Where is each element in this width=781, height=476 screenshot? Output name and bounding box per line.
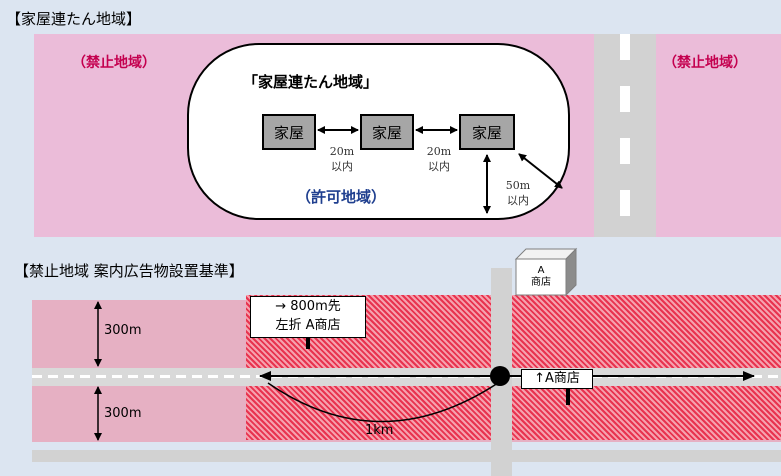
prohibited-label-right: （禁止地域） [663, 55, 747, 71]
shop-location-dot [490, 366, 510, 386]
prohibited-zone-right [656, 34, 781, 237]
distance-300m-top: 300m [104, 323, 142, 338]
house-box: 家屋 [360, 114, 414, 150]
distance-300m-bottom: 300m [104, 406, 142, 421]
section-heading-bottom: 【禁止地域 案内広告物設置基準】 [14, 262, 244, 280]
bottom-arrows [94, 301, 755, 441]
road-center-line [620, 34, 630, 237]
sign-post-left [306, 337, 310, 349]
distance-1km-label: 1km [365, 423, 394, 438]
guide-sign-right: ↑A商店 [521, 369, 593, 389]
side-road [32, 450, 781, 462]
guide-sign-left: → 800m先 左折 A商店 [250, 296, 366, 338]
inner-area-title: 「家屋連たん地域」 [243, 73, 379, 91]
hatched-zone-right [512, 295, 781, 440]
permitted-label: （許可地域） [296, 188, 387, 206]
prohibited-label-left: （禁止地域） [72, 55, 156, 71]
section-heading-top: 【家屋連たん地域】 [6, 10, 142, 28]
house-box: 家屋 [262, 114, 316, 150]
shop-building [514, 247, 578, 297]
distance-arrows [317, 126, 563, 214]
distance-1km-arc [267, 382, 499, 423]
sign-post-right [566, 389, 570, 405]
house-box: 家屋 [459, 114, 515, 150]
arrow-house-diagonal [518, 153, 563, 189]
